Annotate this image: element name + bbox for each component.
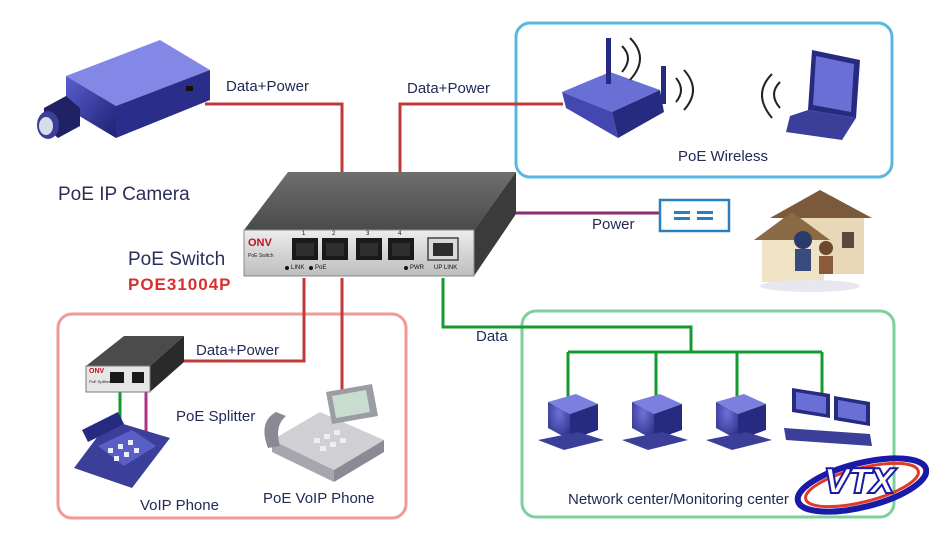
network-group-box [520,309,896,519]
camera-line [205,102,344,176]
wireless-line [398,102,563,176]
data-line [441,278,693,352]
port-number-2: 2 [332,231,336,237]
data-label: Data [476,328,508,345]
poe-voip-phone-icon [264,384,384,482]
switch-model-label: POE31004P [128,275,232,294]
uplink-label: UP LINK [434,265,458,271]
port-number-3: 3 [366,231,370,237]
wireless-router-icon [562,37,694,138]
data-power-wireless-label: Data+Power [407,80,490,97]
wireless-label: PoE Wireless [678,148,769,165]
data-power-camera-label: Data+Power [226,78,309,95]
monitoring-station-icon [784,388,872,446]
power-adapter-icon [658,198,731,233]
poe-indicator-label: PoE [315,265,327,271]
poe-splitter-icon [85,336,184,393]
network-center-label: Network center/Monitoring center [568,491,789,508]
splitter-label: PoE Splitter [176,408,256,425]
pc-1-icon [538,394,604,450]
camera-label: PoE IP Camera [58,184,190,205]
voip-phone-label: VoIP Phone [140,497,219,514]
splitter-line [184,278,306,363]
poe-switch-icon [243,172,516,277]
pc-3-icon [706,394,772,450]
switch-label: PoE Switch [128,249,226,270]
port-number-4: 4 [398,231,402,237]
switch-brand-sub: PoE Switch [248,253,274,259]
splitter-brand-sub: PoE Splitter [89,379,111,384]
pc-2-icon [622,394,688,450]
port-number-1: 1 [302,231,306,237]
home-office-icon [754,190,872,292]
power-label: Power [592,216,635,233]
vtx-logo-icon [794,455,929,515]
switch-brand: ONV [248,237,272,249]
voip-phone-icon [74,412,170,488]
laptop-icon [761,50,860,140]
poe-voip-phone-label: PoE VoIP Phone [263,490,375,507]
vtx-logo-text: VTX [823,461,897,503]
link-indicator-label: LINK [291,265,305,271]
splitter-brand: ONV [89,368,105,375]
ip-camera-icon [37,40,210,139]
pwr-indicator-label: PWR [410,265,424,271]
data-power-splitter-label: Data+Power [196,342,279,359]
wireless-group-box [514,21,894,179]
voip-group-box [56,312,408,520]
